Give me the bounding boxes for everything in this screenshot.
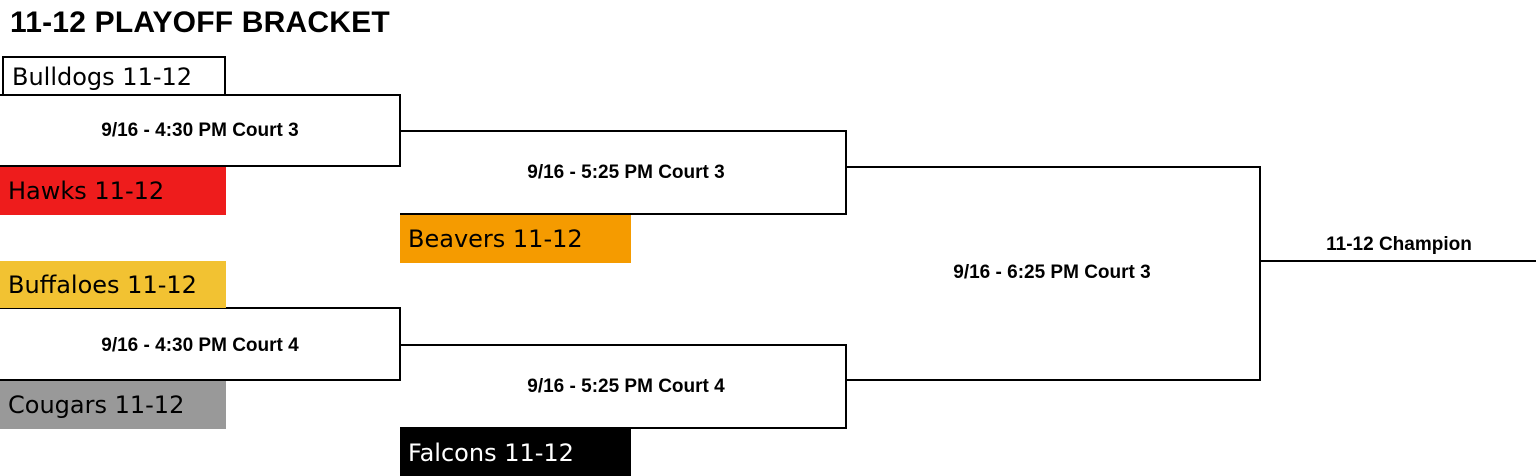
final-game-label: 9/16 - 6:25 PM Court 3 bbox=[953, 262, 1151, 283]
team-hawks: Hawks 11-12 bbox=[0, 167, 226, 215]
team-label: Bulldogs 11-12 bbox=[12, 62, 193, 91]
game-4-label: 9/16 - 5:25 PM Court 4 bbox=[527, 376, 725, 397]
team-bulldogs: Bulldogs 11-12 bbox=[2, 56, 226, 95]
bracket-line-game-4 bbox=[400, 344, 847, 429]
team-label: Hawks 11-12 bbox=[8, 177, 165, 205]
team-label: Beavers 11-12 bbox=[408, 225, 583, 253]
champion-label: 11-12 Champion bbox=[1326, 234, 1472, 255]
team-label: Cougars 11-12 bbox=[8, 391, 185, 419]
team-falcons: Falcons 11-12 bbox=[400, 429, 631, 476]
team-buffaloes: Buffaloes 11-12 bbox=[0, 261, 226, 308]
bracket-line-final bbox=[846, 166, 1261, 381]
team-label: Buffaloes 11-12 bbox=[8, 270, 197, 299]
team-cougars: Cougars 11-12 bbox=[0, 381, 226, 429]
game-1-label: 9/16 - 4:30 PM Court 3 bbox=[101, 120, 299, 141]
game-2-label: 9/16 - 4:30 PM Court 4 bbox=[101, 335, 299, 356]
team-beavers: Beavers 11-12 bbox=[400, 215, 631, 263]
game-3-label: 9/16 - 5:25 PM Court 3 bbox=[527, 162, 725, 183]
page-title: 11-12 PLAYOFF BRACKET bbox=[10, 6, 390, 39]
team-label: Falcons 11-12 bbox=[408, 438, 574, 467]
bracket-line-game-3 bbox=[400, 130, 847, 215]
